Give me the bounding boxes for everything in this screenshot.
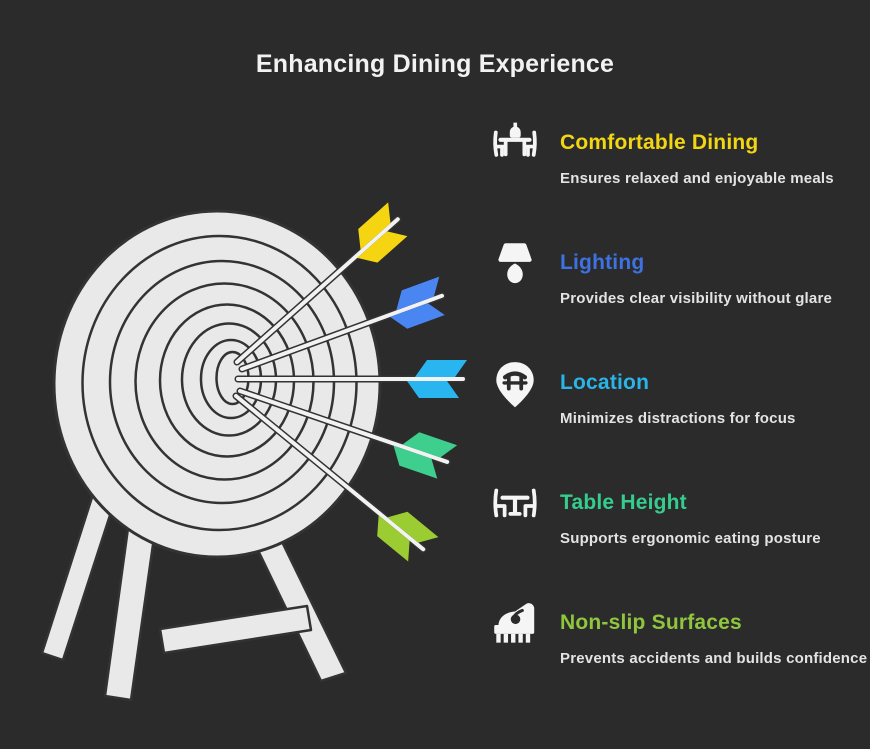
feature-list: Comfortable Dining Ensures relaxed and e… (488, 118, 870, 718)
stand-crossbar (158, 604, 313, 655)
location-pin-table-icon (488, 358, 542, 412)
item-title: Table Height (560, 491, 687, 514)
table-lamp-icon (488, 238, 542, 292)
fletching-lower (390, 303, 445, 329)
list-item-location: Location Minimizes distractions for focu… (488, 358, 870, 478)
arrow-comfortable-dining (233, 202, 408, 366)
brush-hand-icon (488, 598, 542, 652)
item-title: Comfortable Dining (560, 131, 759, 154)
fletching-upper (358, 202, 391, 250)
arrow-table-height (236, 387, 458, 479)
arrow-lighting (238, 276, 446, 373)
target-with-arrows-illustration (40, 202, 467, 702)
list-item-table-height: Table Height Supports ergonomic eating p… (488, 478, 870, 598)
item-title: Non-slip Surfaces (560, 611, 742, 634)
arrow-non-slip (232, 392, 439, 562)
list-item-lighting: Lighting Provides clear visibility witho… (488, 238, 870, 358)
list-item-non-slip: Non-slip Surfaces Prevents accidents and… (488, 598, 870, 718)
item-description: Ensures relaxed and enjoyable meals (560, 170, 834, 187)
fletching-lower (407, 381, 459, 398)
item-title: Location (560, 371, 650, 394)
item-title: Lighting (560, 251, 645, 274)
fletching-lower (357, 231, 408, 263)
target-rings (52, 209, 382, 559)
fletching-lower (393, 445, 438, 479)
fletching-upper (387, 511, 439, 543)
fletching-upper (415, 360, 467, 377)
fletching-lower (377, 515, 410, 562)
page-title: Enhancing Dining Experience (255, 50, 615, 78)
item-description: Supports ergonomic eating posture (560, 530, 821, 547)
dining-table-bottle-icon (488, 118, 542, 172)
item-description: Provides clear visibility without glare (560, 290, 833, 307)
item-description: Minimizes distractions for focus (560, 410, 796, 427)
item-description: Prevents accidents and builds confidence (560, 650, 868, 667)
fletching-upper (402, 432, 458, 458)
target-graphic (40, 202, 467, 702)
fletching-upper (396, 276, 440, 311)
arrows (232, 202, 467, 562)
table-chairs-icon (488, 478, 542, 532)
arrow-location (234, 360, 467, 398)
list-item-comfortable-dining: Comfortable Dining Ensures relaxed and e… (488, 118, 870, 238)
